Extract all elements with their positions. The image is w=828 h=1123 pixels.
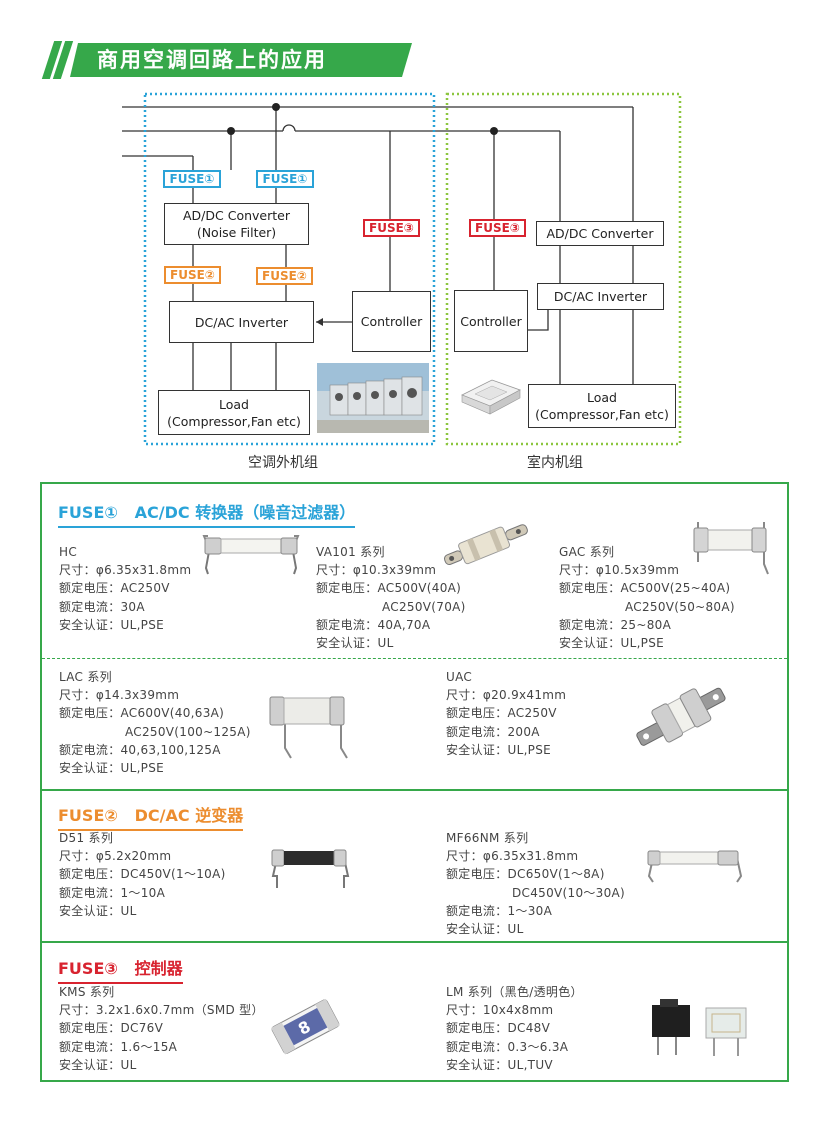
spec-line: 额定电压：DC48V: [446, 1021, 551, 1036]
product-mf66nm: MF66NM 系列 尺寸：φ6.35x31.8mm 额定电压：DC650V(1～…: [446, 829, 625, 938]
section-heading-fuse3: FUSE③ 控制器: [58, 955, 183, 984]
spec-line: 额定电流：0.3～6.3A: [446, 1039, 569, 1054]
spec-line: 尺寸：φ20.9x41mm: [446, 688, 567, 703]
outdoor-fuse1-right-label: FUSE①: [256, 170, 314, 188]
product-name: HC: [59, 545, 78, 559]
spec-line: AC250V(70A): [382, 599, 466, 614]
fuse1-row-separator: [42, 658, 787, 659]
spec-line: 尺寸：φ5.2x20mm: [59, 849, 172, 864]
spec-line: 额定电压：AC500V(25~40A): [559, 581, 731, 596]
outdoor-adc-converter-box: AD/DC Converter (Noise Filter): [164, 203, 309, 245]
spec-line: 安全认证：UL,PSE: [559, 635, 665, 650]
product-name: LAC 系列: [59, 670, 112, 684]
outdoor-controller-box: Controller: [352, 291, 431, 352]
spec-line: 尺寸：φ6.35x31.8mm: [446, 849, 579, 864]
product-name: VA101 系列: [316, 545, 385, 559]
title-banner: [70, 43, 412, 77]
indoor-cassette-photo: [461, 379, 521, 415]
section-heading-fuse2: FUSE② DC/AC 逆变器: [58, 802, 244, 831]
spec-line: 额定电压：DC76V: [59, 1021, 164, 1036]
spec-line: 尺寸：3.2x1.6x0.7mm（SMD 型）: [59, 1003, 264, 1018]
outdoor-fuse2-right-label: FUSE②: [256, 267, 313, 285]
spec-line: 额定电流：200A: [446, 724, 540, 739]
product-gac: GAC 系列 尺寸：φ10.5x39mm 额定电压：AC500V(25~40A)…: [559, 543, 735, 652]
indoor-controller-box: Controller: [454, 290, 528, 352]
product-lm: LM 系列（黑色/透明色） 尺寸：10x4x8mm 额定电压：DC48V 额定电…: [446, 983, 583, 1074]
section-heading-fuse1: FUSE① AC/DC 转换器（噪音过滤器）: [58, 499, 356, 528]
spec-line: 尺寸：φ6.35x31.8mm: [59, 563, 192, 578]
spec-line: 额定电流：1～30A: [446, 903, 553, 918]
product-name: D51 系列: [59, 831, 114, 845]
spec-line: 安全认证：UL,PSE: [446, 742, 552, 757]
product-lac: LAC 系列 尺寸：φ14.3x39mm 额定电压：AC600V(40,63A)…: [59, 668, 251, 777]
product-panel: [40, 482, 789, 1082]
product-kms: KMS 系列 尺寸：3.2x1.6x0.7mm（SMD 型） 额定电压：DC76…: [59, 983, 264, 1074]
product-uac: UAC 尺寸：φ20.9x41mm 额定电压：AC250V 额定电流：200A …: [446, 668, 566, 759]
spec-line: 额定电流：1～10A: [59, 885, 166, 900]
spec-line: 安全认证：UL: [59, 903, 137, 918]
spec-line: 额定电压：AC600V(40,63A): [59, 706, 225, 721]
product-va101: VA101 系列 尺寸：φ10.3x39mm 额定电压：AC500V(40A) …: [316, 543, 466, 652]
product-name: UAC: [446, 670, 473, 684]
product-name: LM 系列（黑色/透明色）: [446, 985, 583, 999]
spec-line: 尺寸：φ14.3x39mm: [59, 688, 180, 703]
outdoor-fuse1-left-label: FUSE①: [163, 170, 221, 188]
spec-line: 尺寸：10x4x8mm: [446, 1003, 554, 1018]
spec-line: 额定电压：AC250V: [59, 581, 170, 596]
page-title: 商用空调回路上的应用: [97, 48, 327, 72]
spec-line: 额定电流：25~80A: [559, 617, 672, 632]
spec-line: 尺寸：φ10.5x39mm: [559, 563, 680, 578]
outdoor-fuse3-label: FUSE③: [363, 219, 420, 237]
spec-line: 额定电流：40A,70A: [316, 617, 431, 632]
product-hc: HC 尺寸：φ6.35x31.8mm 额定电压：AC250V 额定电流：30A …: [59, 543, 191, 634]
outdoor-dcac-inverter-box: DC/AC Inverter: [169, 301, 314, 343]
spec-line: 额定电流：40,63,100,125A: [59, 742, 221, 757]
product-d51: D51 系列 尺寸：φ5.2x20mm 额定电压：DC450V(1～10A) 额…: [59, 829, 226, 920]
product-name: GAC 系列: [559, 545, 615, 559]
spec-line: 安全认证：UL,TUV: [446, 1057, 553, 1072]
product-name: MF66NM 系列: [446, 831, 529, 845]
spec-line: 额定电流：1.6～15A: [59, 1039, 178, 1054]
outdoor-unit-photo: [317, 363, 429, 433]
spec-line: 额定电压：AC500V(40A): [316, 581, 462, 596]
outdoor-fuse2-left-label: FUSE②: [164, 266, 221, 284]
indoor-load-box: Load (Compressor,Fan etc): [528, 384, 676, 428]
spec-line: 额定电压：AC250V: [446, 706, 557, 721]
spec-line: 额定电压：DC450V(1～10A): [59, 867, 226, 882]
indoor-unit-label: 室内机组: [527, 455, 583, 471]
spec-line: 安全认证：UL: [316, 635, 394, 650]
spec-line: DC450V(10～30A): [512, 885, 626, 900]
spec-line: 安全认证：UL,PSE: [59, 760, 165, 775]
indoor-dcac-inverter-box: DC/AC Inverter: [537, 283, 664, 310]
spec-line: AC250V(100~125A): [125, 724, 251, 739]
spec-line: 额定电压：DC650V(1～8A): [446, 867, 605, 882]
spec-line: 安全认证：UL: [446, 921, 524, 936]
section-separator-fuse2: [40, 789, 789, 791]
spec-line: 额定电流：30A: [59, 599, 145, 614]
indoor-adc-converter-box: AD/DC Converter: [536, 221, 664, 246]
spec-line: 尺寸：φ10.3x39mm: [316, 563, 437, 578]
outdoor-unit-label: 空调外机组: [248, 455, 318, 471]
product-name: KMS 系列: [59, 985, 115, 999]
indoor-fuse3-label: FUSE③: [469, 219, 526, 237]
outdoor-load-box: Load (Compressor,Fan etc): [158, 390, 310, 435]
circuit-diagram-wires: [122, 92, 682, 446]
spec-line: AC250V(50~80A): [625, 599, 735, 614]
spec-line: 安全认证：UL: [59, 1057, 137, 1072]
spec-line: 安全认证：UL,PSE: [59, 617, 165, 632]
section-separator-fuse3: [40, 941, 789, 943]
